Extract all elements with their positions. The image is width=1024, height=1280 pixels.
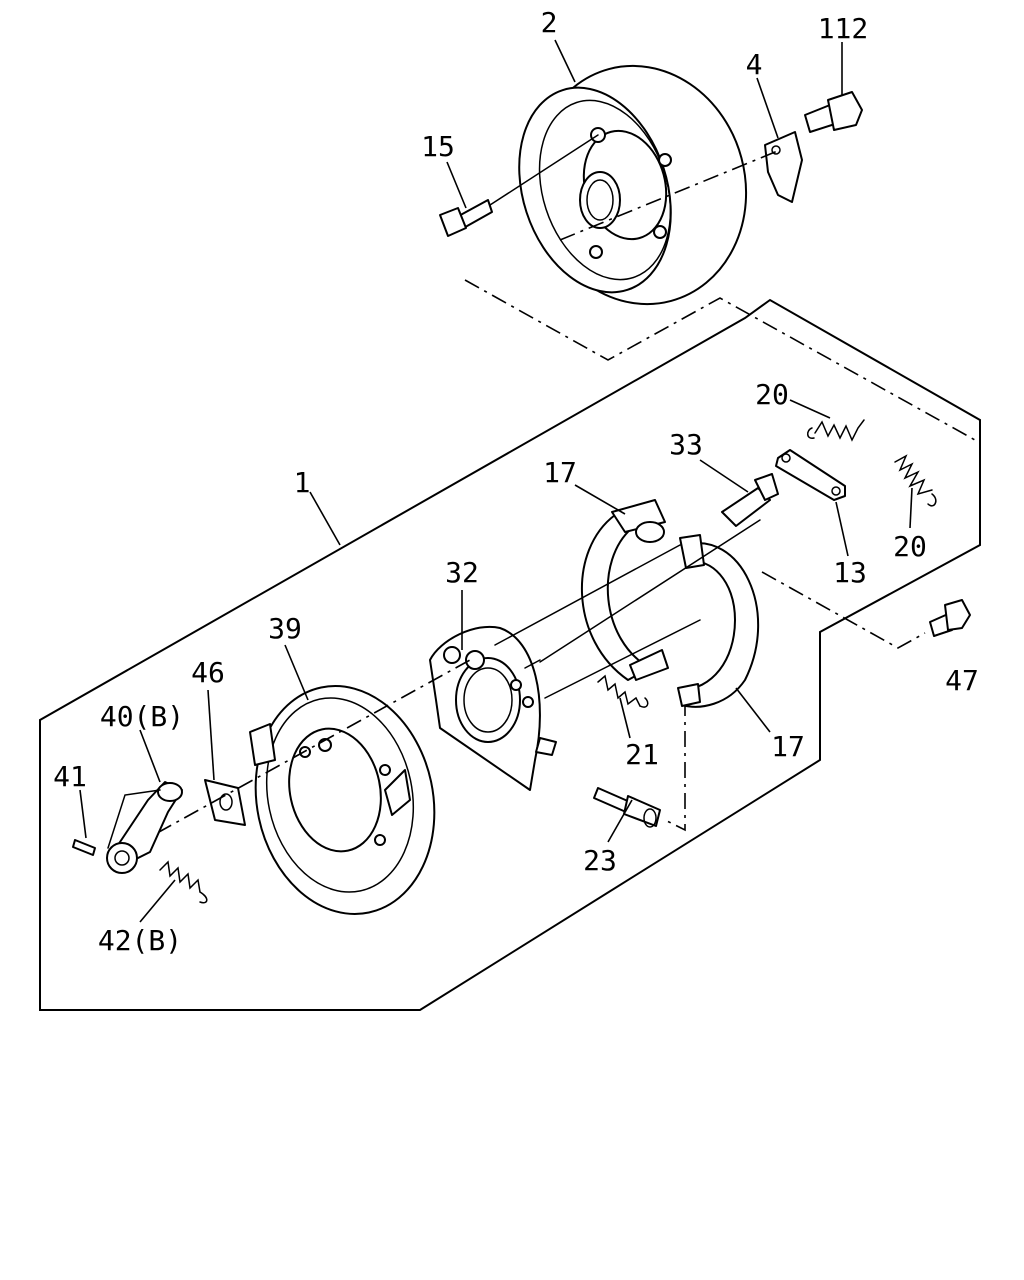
brake-drum-part-2 — [518, 64, 748, 306]
brake-shoe-part-17-front — [677, 534, 760, 708]
callout-23: 23 — [583, 844, 617, 877]
spring-47-dash-frame — [761, 571, 926, 649]
callout-46: 46 — [191, 656, 225, 689]
bracket-part-4 — [764, 131, 803, 203]
callout-17-lower: 17 — [771, 730, 805, 763]
drum-group-dash-frame — [464, 279, 976, 441]
assembly-1-frame — [39, 298, 981, 1011]
callout-1: 1 — [294, 466, 311, 499]
pin-part-33 — [721, 473, 779, 527]
brake-shoe-part-17-rear — [580, 499, 669, 681]
callout-13: 13 — [833, 556, 867, 589]
bolt-part-15 — [439, 199, 493, 237]
callout-112: 112 — [818, 12, 869, 45]
lever-part-40b — [106, 781, 183, 874]
callout-4: 4 — [746, 48, 763, 81]
spring-part-21 — [597, 674, 649, 708]
callout-42b: 42(B) — [98, 924, 182, 957]
callout-40b: 40(B) — [100, 700, 184, 733]
spring-part-20-upper — [807, 419, 865, 442]
callout-2: 2 — [541, 6, 558, 39]
link-plate-part-13 — [775, 449, 846, 501]
bleeder-part-47 — [929, 599, 971, 637]
callout-21: 21 — [625, 738, 659, 771]
pin-part-41 — [72, 839, 96, 856]
bolt-part-112 — [804, 91, 863, 133]
dust-cover-part-39 — [249, 685, 436, 915]
spring-part-42b — [159, 860, 208, 904]
callout-41: 41 — [53, 760, 87, 793]
callout-33: 33 — [669, 428, 703, 461]
callout-20-upper: 20 — [755, 378, 789, 411]
backing-plate-part-32 — [429, 625, 557, 791]
callout-39: 39 — [268, 612, 302, 645]
callout-17-upper: 17 — [543, 456, 577, 489]
plate-part-46 — [204, 779, 246, 826]
callout-47: 47 — [945, 664, 979, 697]
callout-15: 15 — [421, 130, 455, 163]
callout-32: 32 — [445, 556, 479, 589]
spring-part-20-lower — [894, 454, 937, 507]
callout-20-lower: 20 — [893, 530, 927, 563]
adjuster-dash-frame — [664, 700, 686, 832]
